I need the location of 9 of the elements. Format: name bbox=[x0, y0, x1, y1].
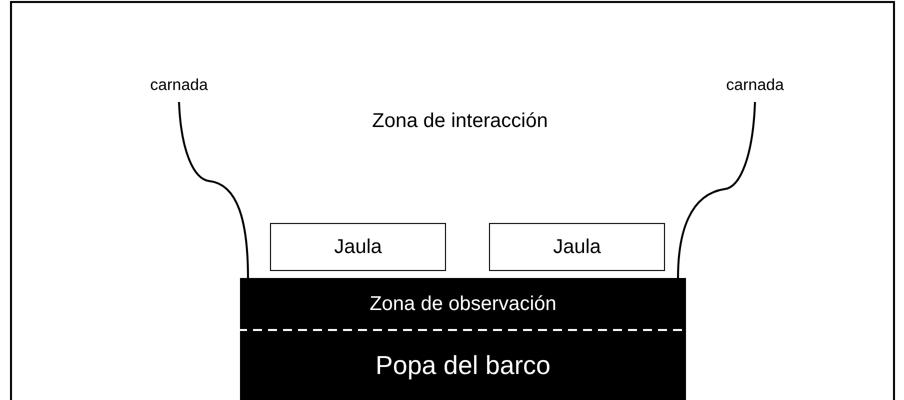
cage-box: Jaula bbox=[489, 223, 665, 271]
cage-box: Jaula bbox=[270, 223, 446, 271]
fishing-line bbox=[178, 102, 249, 278]
bait-label: carnada bbox=[716, 76, 794, 96]
stern-box: Popa del barco bbox=[240, 330, 686, 400]
observation-zone-box: Zona de observación bbox=[240, 278, 686, 330]
fishing-line bbox=[677, 102, 756, 278]
bait-label: carnada bbox=[140, 76, 218, 96]
zone-label: Zona de interacción bbox=[371, 108, 549, 134]
